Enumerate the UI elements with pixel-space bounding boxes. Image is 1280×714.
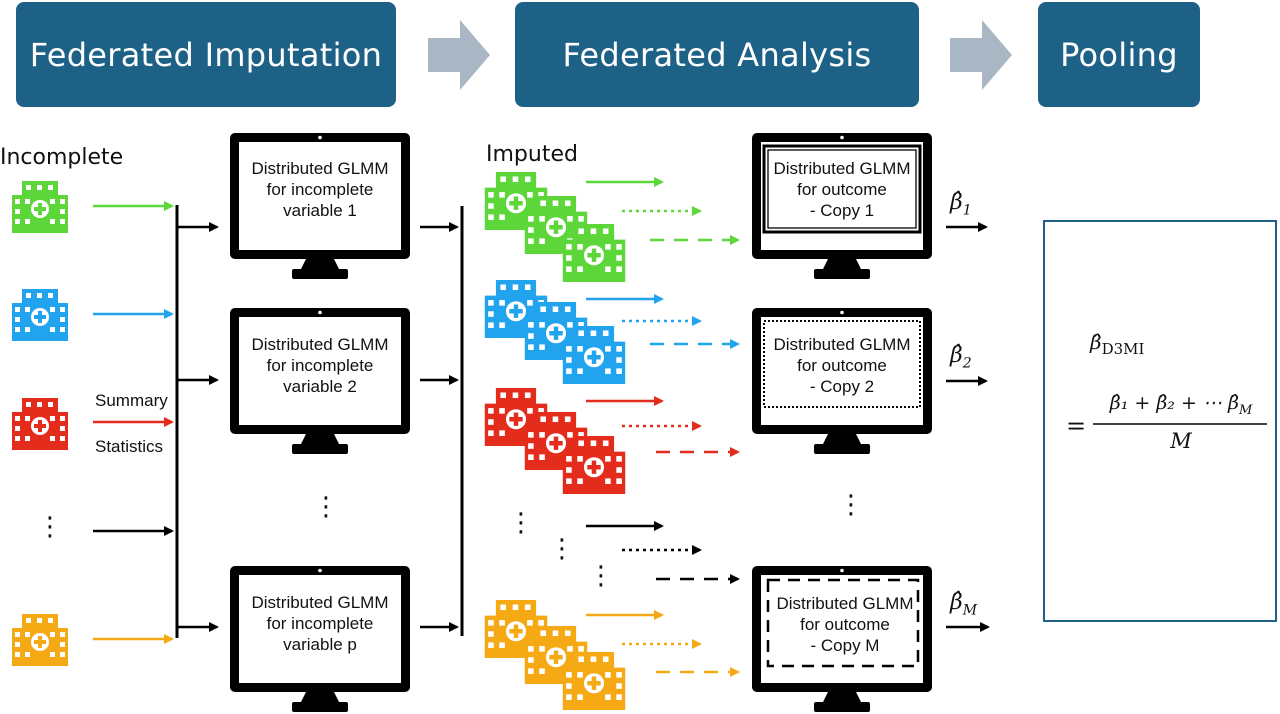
statistics-label: Statistics <box>95 437 164 456</box>
monitor-line: - Copy 1 <box>809 201 875 220</box>
beta-2-label: β̂2 <box>950 343 972 371</box>
vdots-analysis: ⋮ <box>838 490 864 520</box>
beta-subscript: 2 <box>962 355 972 372</box>
monitor-line: Distributed GLMM <box>251 159 389 178</box>
analysis-monitor-2-text: Distributed GLMM for outcome - Copy 2 <box>762 334 922 397</box>
beta-symbol: β̂ <box>950 190 963 215</box>
pooling-box <box>1043 220 1277 622</box>
monitor-line: for incomplete <box>266 180 374 199</box>
hospital-icon <box>12 289 68 341</box>
monitor-line: Distributed GLMM <box>776 594 914 613</box>
pooling-denominator: M <box>1170 429 1192 453</box>
monitor-line: Distributed GLMM <box>251 335 389 354</box>
numerator-terms: β̂₁ + β̂₂ + ⋯ β̂ <box>1109 392 1239 414</box>
monitor-line: - Copy M <box>810 636 880 655</box>
monitor-line: Distributed GLMM <box>773 159 911 178</box>
monitor-line: variable 1 <box>283 201 357 220</box>
equals-sign: = <box>1066 412 1087 440</box>
vdots-imputation: ⋮ <box>313 492 339 522</box>
monitor-line: variable p <box>283 635 357 654</box>
header-pooling: Pooling <box>1038 2 1200 107</box>
vdots-imputed-2: ⋮ <box>549 534 575 564</box>
summary-label: Summary <box>95 391 168 410</box>
pooling-numerator: β̂₁ + β̂₂ + ⋯ β̂M <box>1093 392 1269 418</box>
beta-1-label: β̂1 <box>950 190 972 218</box>
monitor-line: Distributed GLMM <box>251 593 389 612</box>
monitor-line: Distributed GLMM <box>773 335 911 354</box>
beta-symbol: β̂ <box>950 590 963 615</box>
beta-M-label: β̂M <box>950 590 977 618</box>
vdots-imputed-3: ⋮ <box>588 561 614 591</box>
hospital-icon <box>12 181 68 233</box>
hospital-icon <box>12 614 68 666</box>
monitor-line: for outcome <box>800 615 890 634</box>
monitor-line: for outcome <box>797 356 887 375</box>
imputation-monitor-2-text: Distributed GLMM for incomplete variable… <box>240 334 400 397</box>
imputation-monitor-3-text: Distributed GLMM for incomplete variable… <box>240 592 400 655</box>
beta-symbol: β̂ <box>950 343 963 368</box>
header-federated-imputation: Federated Imputation <box>16 2 396 107</box>
incomplete-label: Incomplete <box>0 145 124 170</box>
analysis-monitor-1-text: Distributed GLMM for outcome - Copy 1 <box>762 158 922 221</box>
hospital-icon <box>12 398 68 450</box>
header-federated-analysis: Federated Analysis <box>515 2 919 107</box>
pooled-estimate-label: β̂D3MI <box>1090 330 1144 358</box>
beta-subscript: 1 <box>962 202 972 219</box>
imputed-label: Imputed <box>486 142 578 167</box>
monitor-line: for outcome <box>797 180 887 199</box>
vdots-imputed-1: ⋮ <box>508 508 534 538</box>
imputation-monitor-1-text: Distributed GLMM for incomplete variable… <box>240 158 400 221</box>
analysis-monitor-3-text: Distributed GLMM for outcome - Copy M <box>765 593 925 656</box>
monitor-line: - Copy 2 <box>809 377 875 396</box>
monitor-line: for incomplete <box>266 356 374 375</box>
pooled-beta-subscript: D3MI <box>1101 340 1145 358</box>
pooled-beta-symbol: β̂ <box>1090 330 1102 354</box>
vdots-left: ⋮ <box>37 512 63 542</box>
flow-arrow-icon <box>428 20 490 90</box>
monitor-line: for incomplete <box>266 614 374 633</box>
beta-subscript: M <box>962 602 978 619</box>
flow-arrow-icon <box>950 20 1012 90</box>
numerator-last-subscript: M <box>1238 402 1253 418</box>
monitor-line: variable 2 <box>283 377 357 396</box>
